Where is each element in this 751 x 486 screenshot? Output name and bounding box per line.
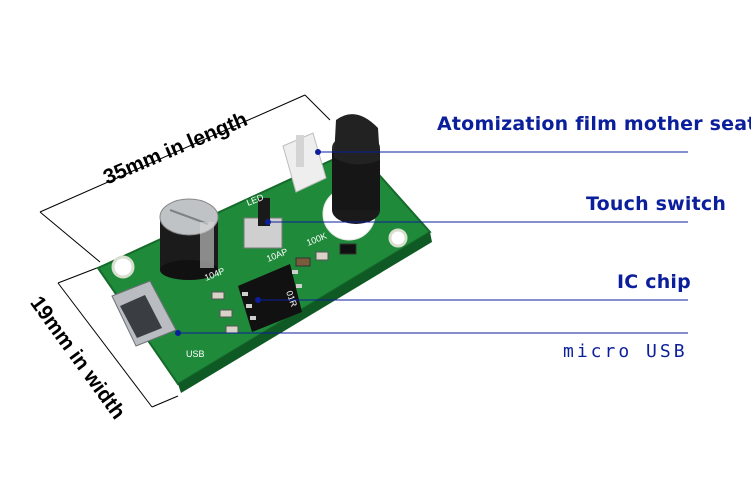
label-atomization-seat: Atomization film mother seat (437, 113, 751, 135)
touch-switch (243, 198, 283, 249)
mounting-hole (388, 228, 408, 248)
label-micro-usb: micro USB (563, 341, 688, 362)
label-touch-switch: Touch switch (586, 193, 727, 215)
callout-dot (175, 330, 181, 336)
pcb-board (96, 147, 432, 393)
callout-dot (265, 219, 271, 225)
callout-dots (175, 149, 321, 336)
length-dimension-line (39, 94, 331, 263)
ic-chip (238, 264, 302, 332)
mounting-hole (111, 255, 135, 279)
white-connector (282, 132, 327, 193)
electrolytic-capacitor (159, 198, 219, 280)
callout-dot (315, 149, 321, 155)
callout-dot (255, 297, 261, 303)
callout-lines (178, 151, 688, 334)
smd-components (211, 243, 357, 334)
label-ic-chip: IC chip (617, 271, 691, 293)
micro-usb-port (111, 280, 177, 347)
atomization-seat-inductor (332, 114, 380, 224)
silkscreen-usb: USB (186, 349, 205, 359)
width-dimension-line (57, 265, 179, 408)
